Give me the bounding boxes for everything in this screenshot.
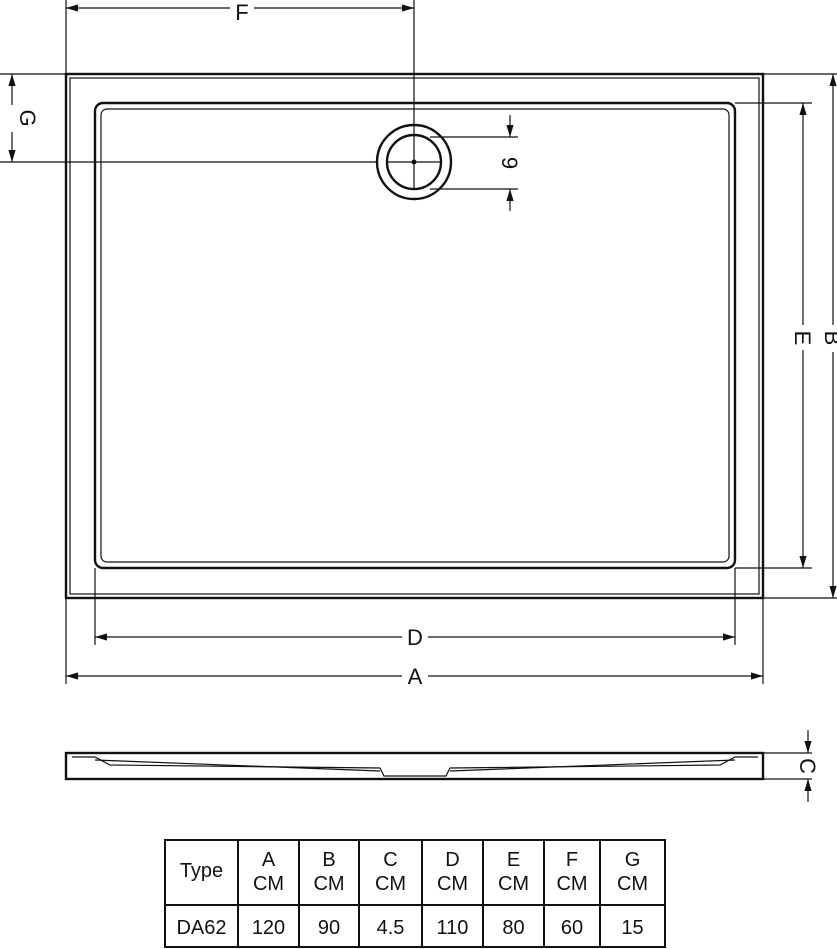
label-drain: 9: [497, 157, 522, 169]
dimension-drain: 9: [430, 115, 522, 211]
table-header-letter: G: [625, 849, 641, 871]
tray-side-outline: [64, 751, 765, 781]
table-cell: 15: [621, 917, 643, 939]
table-cell: 60: [561, 917, 583, 939]
table-cell: 80: [502, 917, 524, 939]
table-header-unit: CM: [375, 873, 406, 895]
table-header-letter: C: [383, 849, 397, 871]
dimension-A: A: [65, 598, 764, 689]
table-header-unit: CM: [556, 873, 587, 895]
table-cell: 4.5: [377, 917, 405, 939]
label-A: A: [408, 664, 423, 689]
table-header-letter: D: [445, 849, 459, 871]
table-header-unit: CM: [617, 873, 648, 895]
table-cell: 110: [437, 917, 469, 939]
dimension-G: G: [0, 73, 377, 163]
dimension-C: C: [763, 730, 820, 802]
label-B: B: [820, 331, 837, 346]
dimension-F: F: [65, 0, 414, 74]
table-header-letter: F: [566, 849, 578, 871]
table-header-unit: CM: [253, 873, 284, 895]
table-header-unit: CM: [437, 873, 468, 895]
label-E: E: [790, 331, 815, 346]
dimension-D: D: [94, 568, 736, 650]
dimension-E: E: [735, 102, 815, 569]
label-F: F: [235, 0, 248, 25]
label-D: D: [407, 625, 423, 650]
table-cell: 90: [318, 917, 340, 939]
table-header-letter: B: [322, 849, 335, 871]
top-view: [64, 0, 765, 600]
table-header-type: Type: [180, 860, 223, 882]
table-header-unit: CM: [498, 873, 529, 895]
side-view: [64, 751, 765, 781]
table-header-letter: A: [262, 849, 276, 871]
table-cell: DA62: [176, 917, 226, 939]
table-header-letter: E: [507, 849, 520, 871]
label-C: C: [795, 758, 820, 774]
tray-basin: [93, 101, 737, 570]
table-header-unit: CM: [313, 873, 344, 895]
dimension-B: B: [763, 73, 837, 599]
label-G: G: [15, 109, 40, 126]
table-cell: 120: [252, 917, 285, 939]
